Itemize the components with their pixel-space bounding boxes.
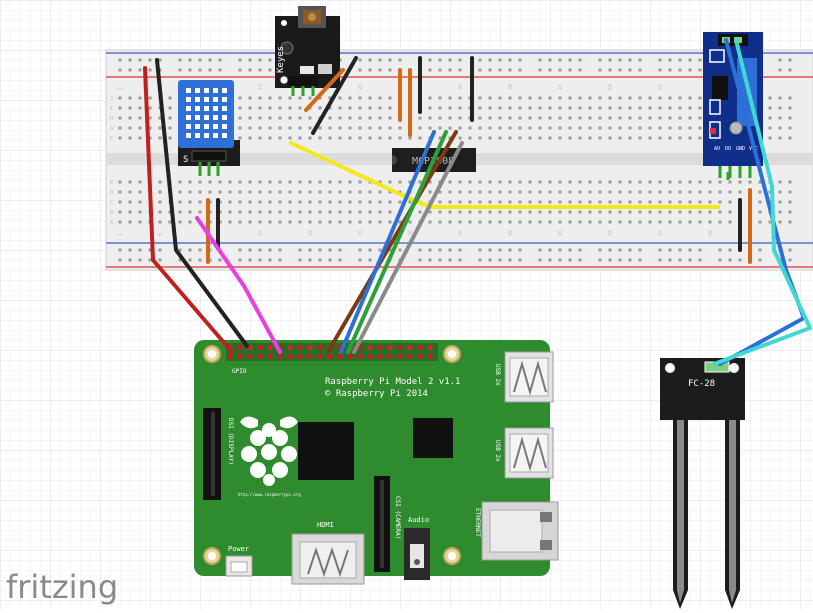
breadboard-row-label: B — [110, 210, 113, 216]
breadboard-column-label-bottom: 20 — [308, 230, 314, 236]
ldr-keyes-module[interactable]: Keyes — [275, 6, 340, 96]
csi-label: CSI (CAMERA) — [394, 496, 401, 539]
dht-sensor-module[interactable]: S — [178, 80, 240, 176]
soc-chip — [298, 422, 354, 480]
pi-model-text: Raspberry Pi Model 2 v1.1 — [325, 377, 460, 387]
comparator-pin-label: GND — [736, 146, 745, 152]
audio-label: Audio — [408, 516, 429, 524]
usb1-label: USB 2x — [494, 364, 501, 386]
breadboard-column-label-top: 40 — [508, 84, 514, 90]
breadboard-row-label: I — [110, 106, 113, 112]
breadboard-row-label: J — [110, 96, 113, 102]
lan-chip — [413, 418, 453, 458]
fritzing-logo: fritzing — [6, 568, 118, 606]
breadboard-column-label-bottom: 60 — [708, 230, 714, 236]
ethernet-label: ETHERNET — [474, 508, 481, 537]
raspberry-logo — [240, 416, 298, 486]
breadboard-column-label-top: 1 — [118, 87, 124, 90]
breadboard-column-label-top: 15 — [258, 84, 264, 90]
dht-grille — [186, 88, 227, 138]
breadboard-column-label-bottom: 10 — [208, 230, 214, 236]
usb2-label: USB 2x — [494, 440, 501, 462]
breadboard-jumpers[interactable] — [206, 56, 752, 264]
breadboard-column-label-top: 45 — [558, 84, 564, 90]
breadboard-column-label-bottom: 55 — [658, 230, 664, 236]
comparator-pin-label: DO — [725, 146, 731, 152]
breadboard-column-label-bottom: 50 — [608, 230, 614, 236]
hdmi-label: HDMI — [317, 521, 334, 529]
dht-pin-label: S — [183, 155, 188, 165]
breadboard-column-label-bottom: 35 — [458, 230, 464, 236]
gpio-label: GPIO — [232, 368, 247, 375]
breadboard-row-label: G — [110, 126, 113, 132]
breadboard-column-label-bottom: 1 — [118, 233, 124, 236]
breadboard-column-label-bottom: 5 — [158, 233, 164, 236]
breadboard-column-label-top: 25 — [358, 84, 364, 90]
breadboard-column-label-bottom: 40 — [508, 230, 514, 236]
power-label: Power — [228, 545, 249, 553]
dsi-label: DSI (DISPLAY) — [227, 418, 234, 465]
breadboard-column-label-top: 55 — [658, 84, 664, 90]
ldr-module-label: Keyes — [276, 46, 286, 73]
breadboard-column-label-top: 50 — [608, 84, 614, 90]
breadboard-column-label-bottom: 45 — [558, 230, 564, 236]
pi-copyright-text: © Raspberry Pi 2014 — [325, 389, 428, 399]
fc28-soil-sensor[interactable]: FC-28 — [660, 358, 745, 609]
pi-url-text: http://www.raspberrypi.org — [238, 492, 301, 497]
fc28-label: FC-28 — [688, 379, 715, 389]
breadboard-row-label: D — [110, 190, 113, 196]
breadboard-column-label-bottom: 30 — [408, 230, 414, 236]
comparator-pin-label: AO — [714, 146, 720, 152]
wires[interactable] — [143, 38, 812, 366]
breadboard-column-label-bottom: 25 — [358, 230, 364, 236]
breadboard-row-label: H — [110, 116, 113, 122]
breadboard-row-label: E — [110, 180, 113, 186]
breadboard-row-label: C — [110, 200, 113, 206]
breadboard-row-label: A — [110, 220, 113, 226]
breadboard-row-label: F — [110, 136, 113, 142]
breadboard-column-label-bottom: 15 — [258, 230, 264, 236]
breadboard-column-label-top: 35 — [458, 84, 464, 90]
raspberry-pi-board[interactable]: GPIO Raspberry Pi Model 2 v1.1 © Raspber… — [194, 340, 559, 585]
